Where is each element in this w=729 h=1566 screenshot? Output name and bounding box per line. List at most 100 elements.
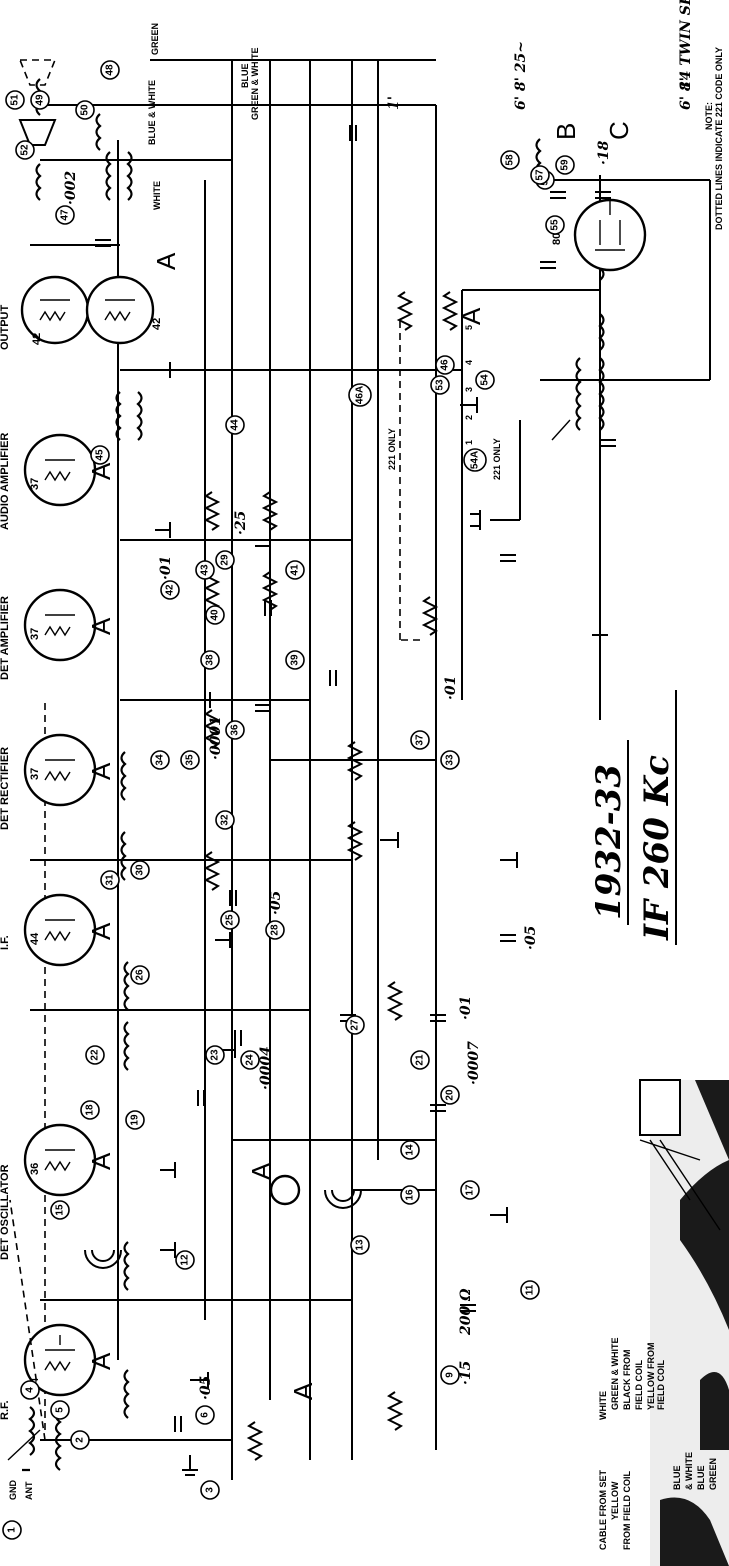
tube-if <box>23 893 97 967</box>
output-label: OUTPUT <box>0 305 11 351</box>
heater-a-amp: A <box>86 617 116 635</box>
cable-field-coil-2: FIELD COIL <box>656 1360 666 1410</box>
heater-a-if: A <box>86 922 116 940</box>
part-number-11: 11 <box>520 1280 540 1300</box>
rf-label: R.F. <box>0 1400 11 1420</box>
part-number-text: 58 <box>505 154 516 166</box>
part-number-34: 34 <box>150 750 170 770</box>
heater-a-rf: A <box>86 1352 116 1370</box>
ant-terminal-label: ANT <box>24 1481 34 1500</box>
part-number-text: 14 <box>405 1144 416 1156</box>
wire-green: GREEN <box>150 23 160 55</box>
part-number-44: 44 <box>225 415 245 435</box>
if-label: I.F. <box>0 935 11 950</box>
part-number-text: 38 <box>205 654 216 666</box>
part-number-14: 14 <box>400 1140 420 1160</box>
part-number-text: 18 <box>85 1104 96 1116</box>
part-number-text: 34 <box>155 754 166 766</box>
tap-3: 3 <box>464 387 474 392</box>
part-number-30: 30 <box>130 860 150 880</box>
part-number-9: 9 <box>440 1365 460 1385</box>
part-number-text: 22 <box>90 1049 101 1061</box>
part-number-text: 4 <box>25 1387 36 1393</box>
part-number-text: 35 <box>185 754 196 766</box>
part-number-36: 36 <box>225 720 245 740</box>
value-c27: ·01 <box>458 996 474 1020</box>
part-number-text: 39 <box>290 654 301 666</box>
part-number-text: 53 <box>435 379 446 391</box>
cable-and-white: & WHITE <box>684 1452 694 1490</box>
node-c: C <box>604 121 634 140</box>
part-number-51: 51 <box>5 90 25 110</box>
part-number-text: 54 <box>480 374 491 386</box>
part-number-text: 21 <box>415 1054 426 1066</box>
cable-black-from: BLACK FROM <box>622 1350 632 1411</box>
part-number-5: 5 <box>50 1400 70 1420</box>
value-c9: ·15 <box>458 1361 474 1385</box>
part-number-3: 3 <box>200 1480 220 1500</box>
output-type-1: 42 <box>31 333 43 345</box>
det-rect-label: DET RECTIFIER <box>0 747 11 830</box>
tap-numbers: 1 2 3 4 5 <box>464 325 474 445</box>
part-number-text: 46 <box>440 359 451 371</box>
tube-det-rect <box>23 733 97 807</box>
part-number-text: 40 <box>210 609 221 621</box>
part-number-40: 40 <box>205 605 225 625</box>
cable-blue: BLUE <box>672 1466 682 1491</box>
part-number-50: 50 <box>75 100 95 120</box>
tap-1: 1 <box>464 440 474 445</box>
part-number-24: 24 <box>240 1050 260 1070</box>
part-number-42: 42 <box>160 580 180 600</box>
component-values: ·05 ·15 200 Ω ·0007 ·0004 ·01 ·05 ·05 ·0… <box>63 0 694 1400</box>
part-number-59: 59 <box>555 155 575 175</box>
cable-from-field: FROM FIELD COIL <box>622 1471 632 1550</box>
part-number-26: 26 <box>130 965 150 985</box>
part-number-text: 20 <box>445 1089 456 1101</box>
tube-rf <box>23 1323 97 1397</box>
value-c58: ·18 <box>596 140 612 165</box>
dial-lamp <box>269 1174 301 1206</box>
part-number-18: 18 <box>80 1100 100 1120</box>
part-number-55: 55 <box>545 215 565 235</box>
part-number-text: 1 <box>7 1527 18 1533</box>
value-c47: ·002 <box>63 171 79 205</box>
part-number-text: 46A <box>355 386 366 404</box>
det-rect-type: 37 <box>29 768 41 780</box>
part-number-text: 49 <box>35 94 46 106</box>
cable-field-coil: FIELD COIL <box>634 1360 644 1410</box>
part-number-text: 23 <box>210 1049 221 1061</box>
part-number-37: 37 <box>410 730 430 750</box>
part-number-text: 33 <box>445 754 456 766</box>
cable-yellow: YELLOW <box>610 1481 620 1520</box>
gnd-terminal-label: GND <box>8 1480 18 1501</box>
value-c6: ·05 <box>198 1376 214 1400</box>
value-c6b: ·05 <box>523 926 539 950</box>
if-frequency-note: IF 260 Kc <box>637 755 677 941</box>
part-number-33: 33 <box>440 750 460 770</box>
det-amp-label: DET AMPLIFIER <box>0 596 11 680</box>
part-number-text: 13 <box>355 1239 366 1251</box>
wire-white: WHITE <box>152 181 162 210</box>
output-type-2: 42 <box>151 318 163 330</box>
node-b: B <box>551 123 581 140</box>
part-number-35: 35 <box>180 750 200 770</box>
part-number-text: 27 <box>350 1019 361 1031</box>
part-number-text: 59 <box>560 159 571 171</box>
part-number-text: 36 <box>230 724 241 736</box>
part-number-text: 51 <box>10 94 21 106</box>
wire-blue: BLUE <box>240 64 250 89</box>
part-number-43: 43 <box>195 560 215 580</box>
value-c36: ·0001 <box>208 716 224 760</box>
part-number-text: 32 <box>220 814 231 826</box>
label-221-only-b: 221 ONLY <box>492 438 502 480</box>
part-number-text: 47 <box>60 209 71 221</box>
part-number-text: 9 <box>445 1372 456 1378</box>
part-number-28: 28 <box>265 920 285 940</box>
part-number-22: 22 <box>85 1045 105 1065</box>
part-number-text: 31 <box>105 874 116 886</box>
tube-audio-amp <box>23 433 97 507</box>
speaker-photo <box>639 1079 729 1566</box>
part-number-text: 28 <box>270 924 281 936</box>
label-221-only-a: 221 ONLY <box>387 428 397 470</box>
note-title: NOTE: <box>704 102 714 130</box>
